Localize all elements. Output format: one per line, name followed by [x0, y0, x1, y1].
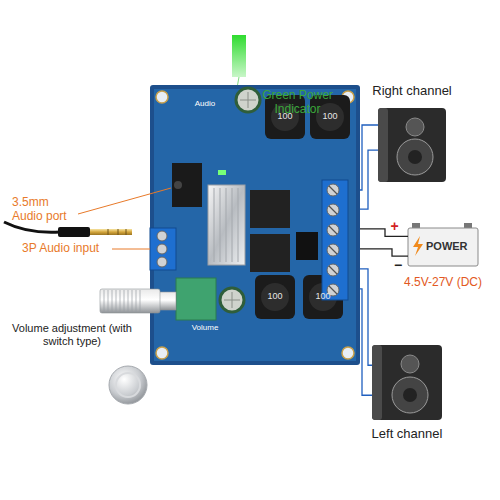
- inductor-core: [271, 103, 299, 131]
- inductor-value: 100: [315, 111, 345, 121]
- screw: [157, 257, 167, 267]
- battery-terminal: [412, 223, 420, 228]
- jack-hole: [174, 181, 182, 189]
- inductor-value: 100: [260, 291, 290, 301]
- pot-neck: [158, 292, 176, 310]
- callout-label: Volume adjustment (with switch type): [10, 322, 134, 347]
- speaker-body: [378, 108, 446, 182]
- brand-text: POWER: [426, 240, 476, 253]
- woofer: [392, 377, 428, 413]
- mounting-hole: [342, 347, 354, 359]
- polarity-label: +: [391, 218, 399, 234]
- battery-body: [408, 228, 478, 266]
- battery-terminal: [464, 223, 472, 228]
- speaker-side: [372, 345, 382, 420]
- inductor-value: 100: [308, 291, 338, 301]
- channel-label: Left channel: [357, 427, 457, 442]
- screw-slots: [329, 186, 337, 294]
- tweeter: [406, 118, 424, 136]
- silkscreen-text: Volume: [188, 323, 222, 332]
- wire: [360, 150, 378, 209]
- capacitor: [236, 88, 260, 112]
- input-terminal: [150, 228, 176, 270]
- silkscreen-text: Audio: [190, 99, 220, 108]
- leader-line: [112, 249, 150, 250]
- heatsink: [208, 185, 245, 265]
- heatsink-fins: [214, 188, 238, 262]
- inductor: [255, 275, 295, 319]
- plug-body: [58, 227, 90, 237]
- pcb-board: [150, 85, 360, 365]
- woofer-cap: [408, 150, 422, 164]
- inductor-value: 100: [270, 111, 300, 121]
- inductor: [310, 95, 350, 139]
- callout-label: 3P Audio input: [22, 242, 122, 256]
- power-supply: POWER4.5V-27V (DC): [408, 228, 478, 266]
- capacitor-vent: [224, 292, 240, 308]
- inductor-core: [316, 103, 344, 131]
- woofer: [397, 139, 433, 175]
- wire: [360, 289, 372, 395]
- audio-cable: [4, 222, 60, 232]
- wire: [360, 125, 378, 190]
- speaker: Left channel: [372, 345, 442, 420]
- tweeter: [401, 355, 419, 373]
- screw: [157, 231, 167, 241]
- indicator-highlight: [232, 35, 246, 77]
- inductor-core: [261, 283, 289, 311]
- screw-terminal: [322, 180, 348, 300]
- wire: [360, 249, 408, 256]
- power-bolt: [413, 236, 423, 256]
- amplifier-board: AudioVolume 100 100 100 100: [150, 85, 360, 365]
- audio-jack: [172, 163, 202, 207]
- speaker: Right channel: [378, 108, 446, 182]
- regulator: [296, 232, 318, 260]
- leader-line: [78, 188, 171, 214]
- callout-label: 3.5mm Audio port: [12, 196, 78, 224]
- speaker-body: [372, 345, 442, 420]
- shaft-knurl: [104, 290, 140, 312]
- ic-chip: [250, 190, 290, 228]
- pot-shaft: [100, 289, 160, 313]
- power-led: [218, 170, 226, 175]
- channel-label: Right channel: [362, 84, 462, 99]
- screw: [157, 244, 167, 254]
- mounting-hole: [156, 91, 168, 103]
- knob-ring: [116, 373, 140, 397]
- plug-rings: [108, 229, 126, 235]
- wire: [360, 269, 372, 365]
- terminal-screws: [327, 184, 339, 296]
- potentiometer: [176, 278, 216, 320]
- woofer-cap: [403, 388, 417, 402]
- wire: [360, 229, 408, 236]
- capacitor-vent: [240, 92, 256, 108]
- voltage-range: 4.5V-27V (DC): [393, 276, 493, 290]
- capacitor: [220, 288, 244, 312]
- plug-tip: [90, 229, 132, 235]
- speaker-side: [378, 108, 388, 182]
- switch-knob: [109, 366, 147, 404]
- mounting-hole: [156, 347, 168, 359]
- ic-chip: [250, 234, 290, 272]
- pcb-surface: [154, 89, 356, 361]
- polarity-label: −: [394, 257, 402, 273]
- inductor: [265, 95, 305, 139]
